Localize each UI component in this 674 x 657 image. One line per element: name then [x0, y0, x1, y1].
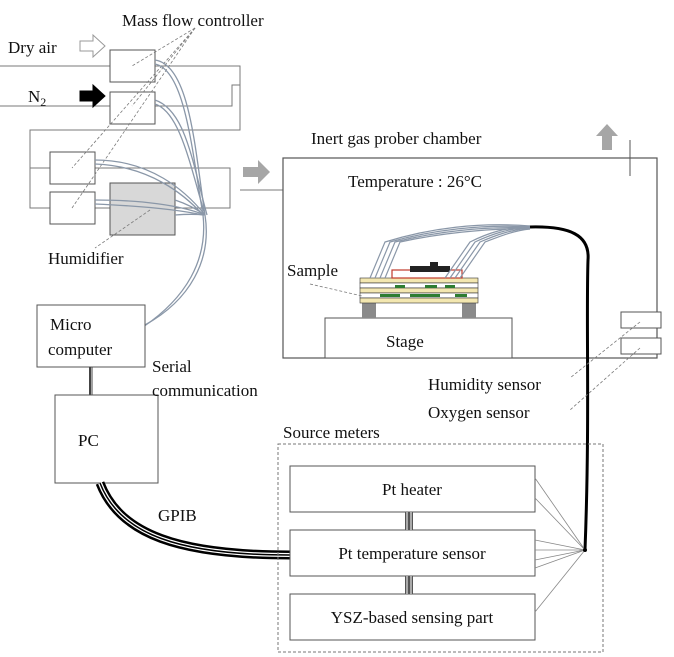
dry-air-arrow-icon — [79, 33, 106, 59]
gpib-cable — [95, 481, 291, 560]
oxygen-sensor-box — [620, 337, 662, 355]
micro-computer-label-1: Micro — [50, 315, 92, 334]
humidifier-label: Humidifier — [48, 249, 124, 268]
meter-connectors — [405, 512, 413, 594]
mfc-box-1 — [109, 49, 156, 83]
pt-temp-sensor-label: Pt temperature sensor — [338, 544, 486, 563]
micro-computer-label-2: computer — [48, 340, 113, 359]
micro-computer-box — [36, 304, 146, 368]
dry-air-label: Dry air — [8, 38, 57, 57]
temperature-label: Temperature : 26°C — [348, 172, 482, 191]
pc-label: PC — [78, 431, 99, 450]
sample-device — [359, 262, 479, 304]
ysz-part-box — [289, 593, 536, 641]
serial-label-1: Serial — [152, 357, 192, 376]
source-meters-frame — [277, 443, 604, 653]
sample-label: Sample — [287, 261, 338, 280]
n2-label: N2 — [28, 87, 46, 109]
main-cable — [529, 225, 590, 551]
oxygen-sensor-label: Oxygen sensor — [428, 403, 530, 422]
pt-temp-sensor-box — [289, 529, 536, 577]
ysz-part-label: YSZ-based sensing part — [331, 608, 494, 627]
source-meters-label: Source meters — [283, 423, 380, 442]
stage-label: Stage — [386, 332, 424, 351]
gas-piping — [0, 65, 241, 209]
meter-fanout-wires — [534, 477, 586, 613]
exhaust-arrow-icon — [596, 124, 618, 150]
serial-label-2: communication — [152, 381, 258, 400]
pt-heater-box — [289, 465, 536, 513]
mfc-leader-lines — [71, 27, 196, 249]
humidity-sensor-label: Humidity sensor — [428, 375, 541, 394]
probe-wires — [369, 224, 531, 279]
pt-heater-label: Pt heater — [382, 480, 442, 499]
tube-bundle — [94, 59, 208, 328]
mfc-box-4 — [49, 191, 96, 225]
stage-box — [324, 317, 513, 359]
gas-inlet-arrow-icon — [243, 160, 270, 184]
pc-box — [54, 394, 159, 484]
gpib-label: GPIB — [158, 506, 197, 525]
mfc-label: Mass flow controller — [122, 11, 264, 30]
humidity-sensor-box — [620, 311, 662, 329]
mfc-box-2 — [109, 91, 156, 125]
chamber-label: Inert gas prober chamber — [311, 129, 482, 148]
n2-arrow-icon — [79, 83, 106, 109]
